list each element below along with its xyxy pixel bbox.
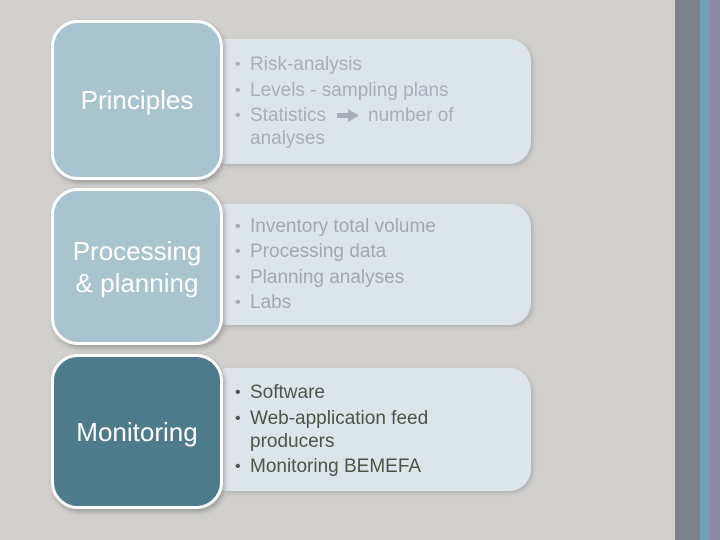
list-item: • Inventory total volume	[235, 215, 513, 238]
list-item: • Web-application feed producers	[235, 407, 513, 453]
list-item-text: Planning analyses	[250, 266, 405, 288]
list-item-text-post: number of analyses	[250, 105, 454, 149]
bullet-icon: •	[235, 107, 241, 124]
list-item: • Processing data	[235, 240, 513, 263]
accent-bar-purple	[710, 0, 720, 540]
bullet-icon: •	[235, 56, 241, 73]
list-item: • Levels - sampling plans	[235, 79, 513, 102]
list-item-text: Processing data	[250, 241, 387, 263]
list-item-text: Monitoring BEMEFA	[250, 456, 422, 477]
list-item-text: Labs	[250, 292, 292, 314]
accent-bar-teal	[700, 0, 710, 540]
list-item: • Monitoring BEMEFA	[235, 455, 513, 478]
box-label: Monitoring	[76, 416, 198, 447]
list-item: • Software	[235, 381, 513, 404]
list-item-text: Levels - sampling plans	[250, 79, 449, 101]
bullet-list-monitoring: • Software • Web-application feed produc…	[235, 379, 513, 481]
list-item-text: Software	[250, 382, 325, 403]
list-item: • Planning analyses	[235, 266, 513, 289]
list-item-text: Inventory total volume	[250, 215, 436, 237]
list-item-text: Web-application feed producers	[250, 407, 429, 452]
list-item-text: Risk-analysis	[250, 54, 362, 75]
box-monitoring: Monitoring	[51, 354, 223, 509]
bullet-list-principles: • Risk-analysis • Levels - sampling plan…	[235, 51, 513, 153]
bullet-icon: •	[235, 217, 241, 235]
accent-bar-gray	[675, 0, 700, 540]
box-label: Principles	[80, 85, 194, 115]
bullet-list-processing-planning: • Inventory total volume • Processing da…	[235, 212, 513, 317]
bullet-panel-principles: • Risk-analysis • Levels - sampling plan…	[220, 39, 531, 164]
right-arrow-icon	[337, 109, 360, 122]
box-label: Processing & planning	[72, 235, 202, 298]
bullet-icon: •	[235, 81, 241, 99]
bullet-icon: •	[235, 294, 241, 312]
bullet-icon: •	[235, 243, 241, 261]
list-item-text-pre: Statistics	[250, 105, 327, 126]
list-item: • Risk-analysis	[235, 53, 513, 76]
bullet-icon: •	[235, 268, 241, 286]
bullet-panel-processing-planning: • Inventory total volume • Processing da…	[220, 204, 531, 325]
bullet-icon: •	[235, 384, 241, 401]
bullet-icon: •	[235, 409, 241, 427]
bullet-panel-monitoring: • Software • Web-application feed produc…	[220, 368, 531, 491]
box-principles: Principles	[51, 20, 223, 180]
box-processing-planning: Processing & planning	[51, 188, 223, 345]
list-item: • Labs	[235, 291, 513, 314]
bullet-icon: •	[235, 458, 241, 475]
